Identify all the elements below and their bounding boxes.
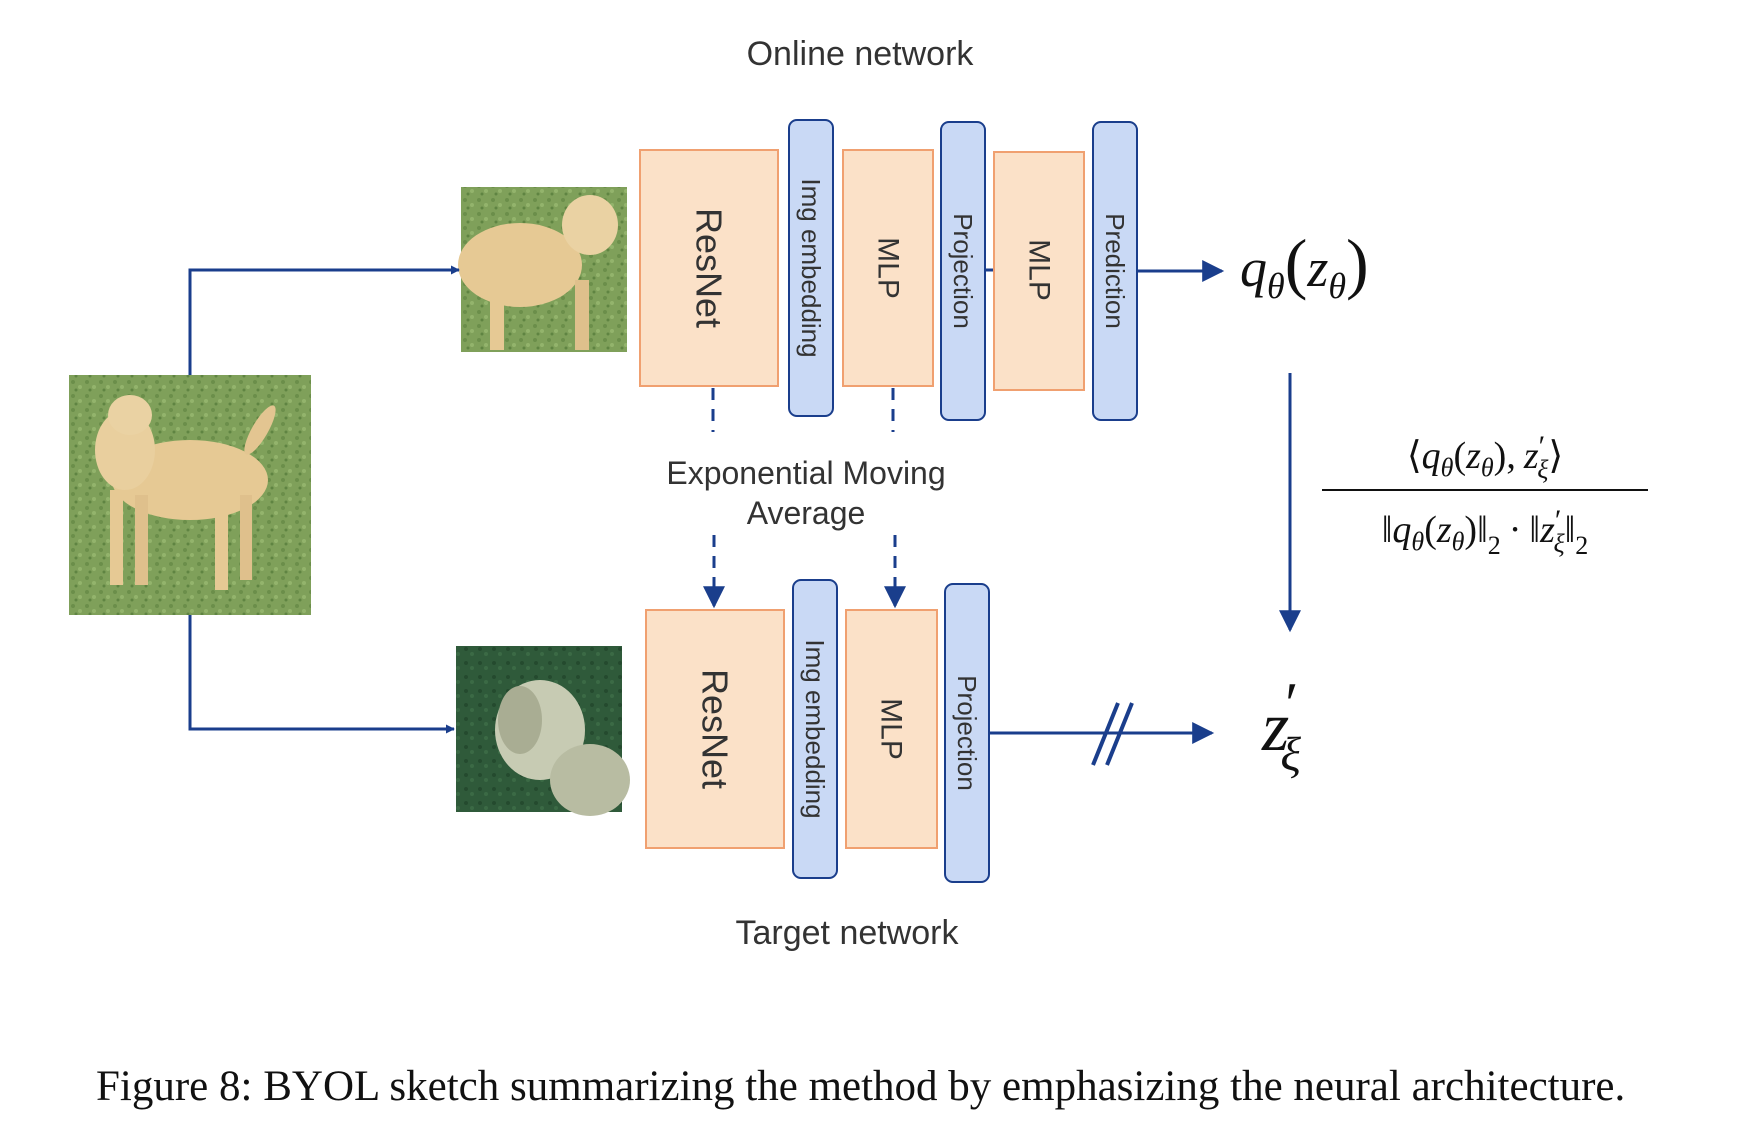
figure-caption: Figure 8: BYOL sketch summarizing the me… [96,1063,1625,1110]
target-projection-label: Projection [952,675,982,791]
online-resnet-label: ResNet [689,208,730,328]
online-projection-label: Projection [948,213,978,329]
target-output-label: z′ξ [1261,671,1301,781]
formula-denominator: ‖qθ(zθ)‖2·‖z′ξ‖2 [1382,504,1589,560]
cosine-similarity-formula: ⟨qθ(zθ),z′ξ⟩ ‖qθ(zθ)‖2·‖z′ξ‖2 [1322,430,1648,560]
target-view-image [456,646,630,816]
target-img-embedding-label: Img embedding [800,639,830,818]
online-img-embedding-label: Img embedding [796,178,826,357]
target-resnet-block [645,609,785,849]
target-input-arrow [188,615,455,734]
original-dog-image [69,375,311,615]
online-mlp1-label: MLP [872,237,905,299]
online-network-title: Online network [747,35,975,73]
online-prediction-label: Prediction [1100,213,1130,329]
online-mlp2-block [993,151,1085,391]
target-resnet-label: ResNet [695,669,736,789]
online-resnet-block [639,149,779,387]
target-mlp-label: MLP [875,698,908,760]
target-network-title: Target network [736,914,960,952]
online-mlp2-label: MLP [1023,239,1056,301]
stop-gradient-mark-2 [1105,702,1134,766]
target-img-embedding-block [792,579,838,879]
stop-gradient-mark-1 [1091,702,1120,766]
online-view-image [458,187,627,352]
target-mlp-block [845,609,938,849]
online-input-arrow [188,265,460,375]
online-img-embedding-block [788,119,834,417]
online-mlp1-block [842,149,934,387]
ema-label-line2: Average [747,495,866,531]
ema-label-line1: Exponential Moving [666,455,945,491]
formula-numerator: ⟨qθ(zθ),z′ξ⟩ [1407,430,1563,484]
online-output-label: qθ(zθ) [1240,225,1369,306]
